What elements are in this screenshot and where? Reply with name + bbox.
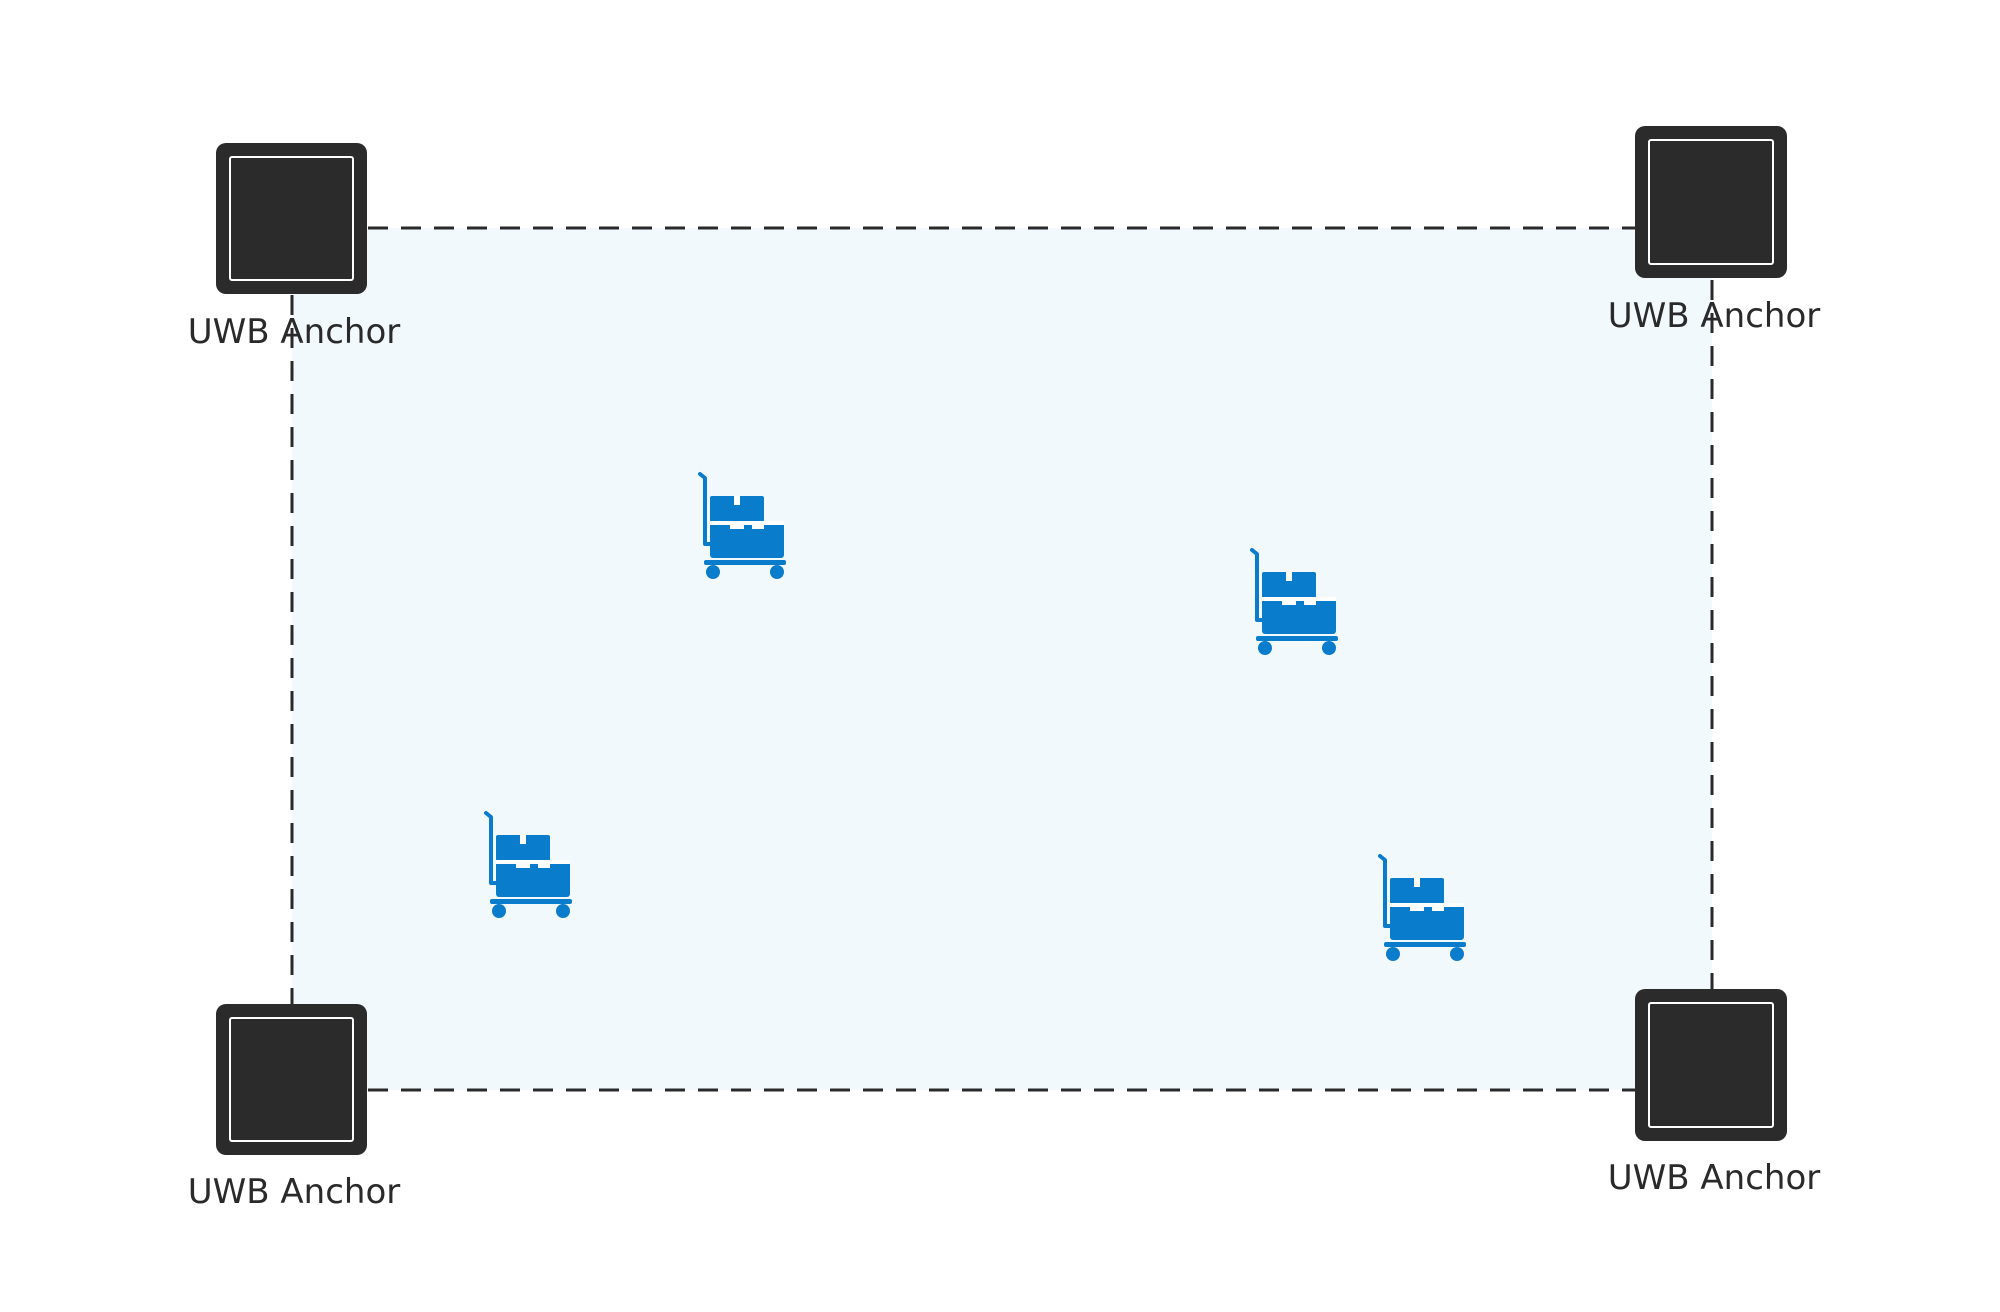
coverage-zone [292,228,1712,1090]
uwb-anchor-icon [216,143,367,294]
anchor-label-bottom-right: UWB Anchor [1607,1158,1821,1198]
anchor-label-bottom-left: UWB Anchor [187,1172,401,1212]
anchor-label-top-left: UWB Anchor [187,312,401,352]
uwb-anchor-icon [1635,126,1787,278]
uwb-anchor-icon [216,1004,367,1155]
uwb-anchor-icon [1635,989,1787,1141]
anchor-label-top-right: UWB Anchor [1607,296,1821,336]
